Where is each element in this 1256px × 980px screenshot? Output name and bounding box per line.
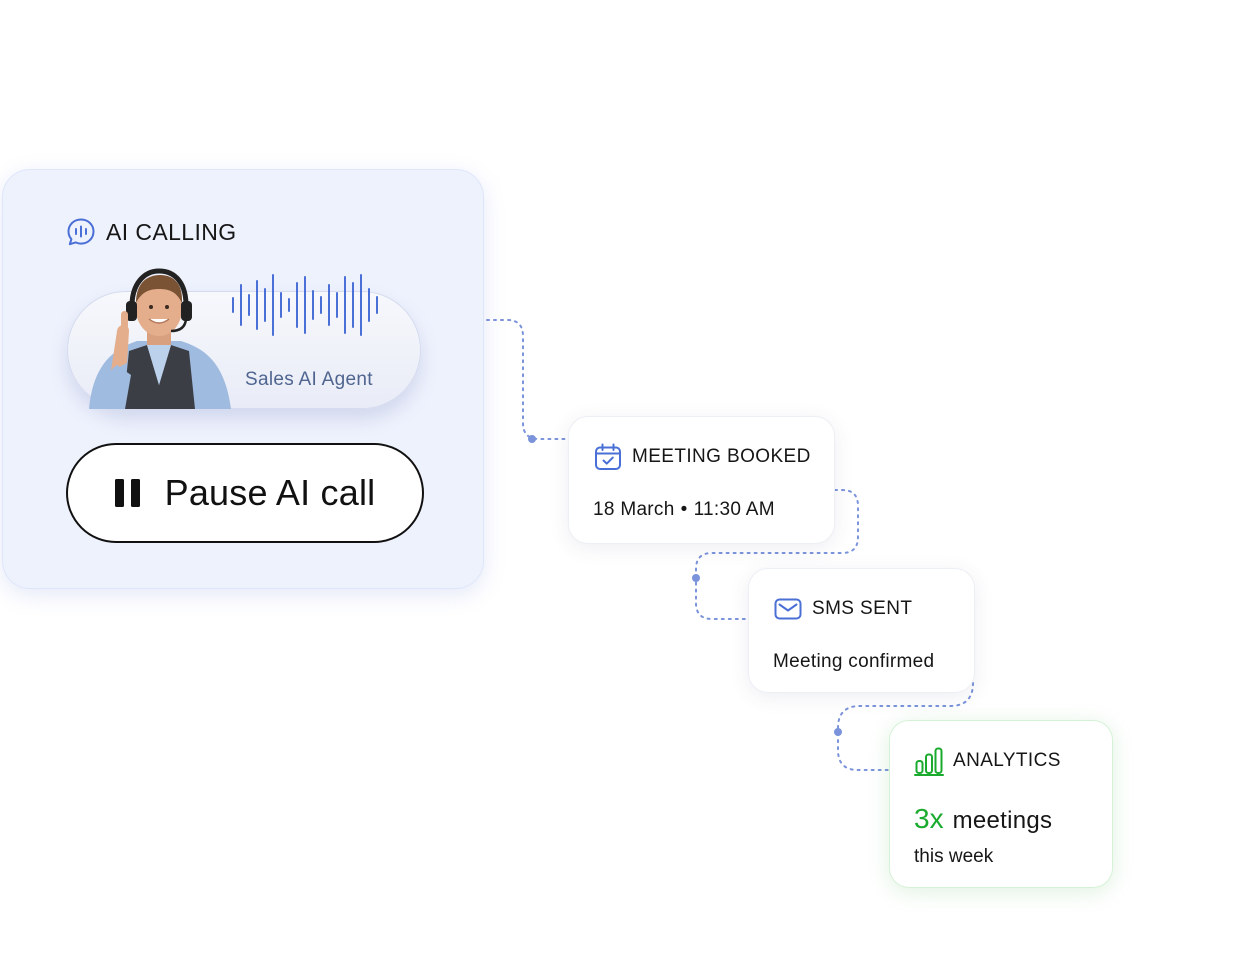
meeting-card-title: MEETING BOOKED [632,446,811,467]
envelope-icon [774,598,802,620]
calendar-check-icon [595,443,621,470]
ai-calling-title: AI CALLING [106,218,237,245]
analytics-stat: 3x meetings [914,803,1052,835]
analytics-card-header: ANALYTICS [914,746,1061,776]
analytics-multiplier: 3x [914,803,944,834]
analytics-card: ANALYTICS 3x meetings this week [889,720,1113,888]
connector-node [834,728,842,736]
meeting-time: 11:30 AM [693,499,775,520]
meeting-separator: • [680,499,688,520]
meeting-date: 18 March [593,499,675,520]
voice-chat-icon [67,218,95,246]
pause-ai-call-button[interactable]: Pause AI call [66,443,424,543]
sms-sent-card: SMS SENT Meeting confirmed [748,568,975,693]
voice-waveform [232,274,378,336]
connector-node [528,435,536,443]
meeting-card-header: MEETING BOOKED [593,442,811,472]
analytics-card-title: ANALYTICS [953,750,1061,771]
meeting-booked-card: MEETING BOOKED 18 March•11:30 AM [568,416,835,544]
analytics-metric: meetings [952,807,1053,834]
meeting-datetime: 18 March•11:30 AM [593,499,775,521]
ai-calling-header: AI CALLING [65,216,237,248]
pause-icon [114,479,147,507]
connector-node [692,574,700,582]
agent-avatar [89,268,231,409]
analytics-period: this week [914,846,994,867]
ai-calling-card: AI CALLING [2,169,484,589]
pause-button-label: Pause AI call [164,472,376,513]
agent-label: Sales AI Agent [245,369,373,390]
sms-card-header: SMS SENT [773,594,912,624]
bar-chart-icon [914,747,944,776]
connector-call-to-meeting [486,319,569,440]
sms-text: Meeting confirmed [773,651,935,672]
sms-card-title: SMS SENT [812,598,913,619]
